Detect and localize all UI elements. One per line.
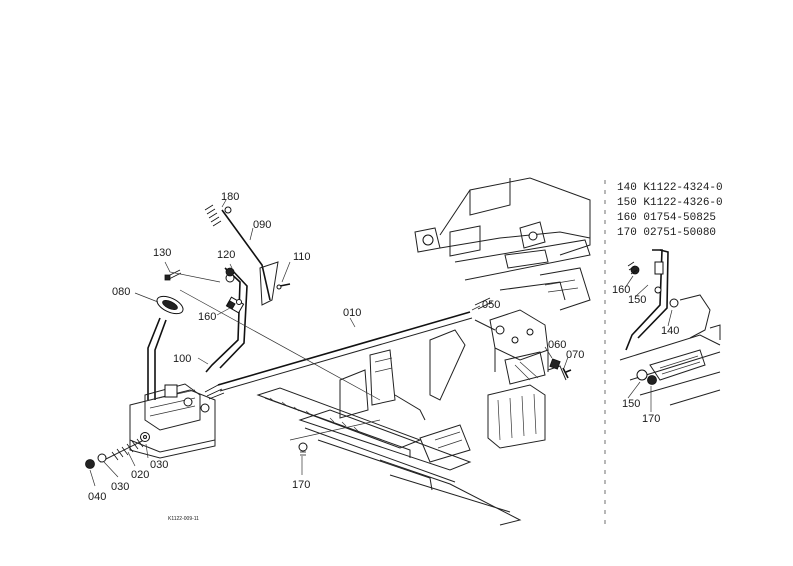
callout-130: 130 [153,247,171,259]
callout-100: 100 [173,353,191,365]
spring-rod-020 [85,432,150,469]
base-housing [129,383,216,459]
connecting-rod-010 [204,297,493,400]
inset-callout-160: 160 [612,284,630,296]
floor-frame [256,329,522,526]
chassis-frame [414,177,591,311]
parts-list-row: 150 K1122-4326-0 [617,197,723,209]
parts-list-row: 170 02751-50080 [617,227,716,239]
inset-leader-lines [624,275,673,412]
callout-080: 080 [112,286,130,298]
callout-110: 110 [293,251,311,263]
callout-020: 020 [131,469,149,481]
callout-010: 010 [343,307,361,319]
inset-callout-150: 150 [628,294,646,306]
inset-callout-140: 140 [661,325,679,337]
callout-040: 040 [88,491,106,503]
bolts [164,267,291,310]
inset-detail [604,180,721,530]
inset-callout-170: 170 [642,413,660,425]
inset-bracket [619,249,721,406]
inset-callout-150b: 150 [622,398,640,410]
parts-list-row: 140 K1122-4324-0 [617,182,723,194]
callout-050: 050 [482,299,500,311]
callout-labels: 180 090 130 120 110 080 160 010 050 100 … [88,191,679,503]
callout-030a: 030 [150,459,168,471]
callout-170: 170 [292,479,310,491]
drawing-code: K1122-009-11 [168,516,199,522]
parts-list-row: 160 01754-50825 [617,212,716,224]
upper-rod-090 [204,204,279,306]
pedal-arm-100 [205,267,248,373]
callout-180: 180 [221,191,239,203]
callout-120: 120 [217,249,235,261]
leader-lines [89,199,569,487]
valve-assembly [474,309,572,449]
callout-160: 160 [198,311,216,323]
parts-list: 140 K1122-4324-0 150 K1122-4326-0 160 01… [617,182,723,239]
callout-070: 070 [566,349,584,361]
main-assembly [85,177,591,526]
handle-080 [147,295,184,400]
callout-090: 090 [253,219,271,231]
callout-060: 060 [548,339,566,351]
callout-030b: 030 [111,481,129,493]
